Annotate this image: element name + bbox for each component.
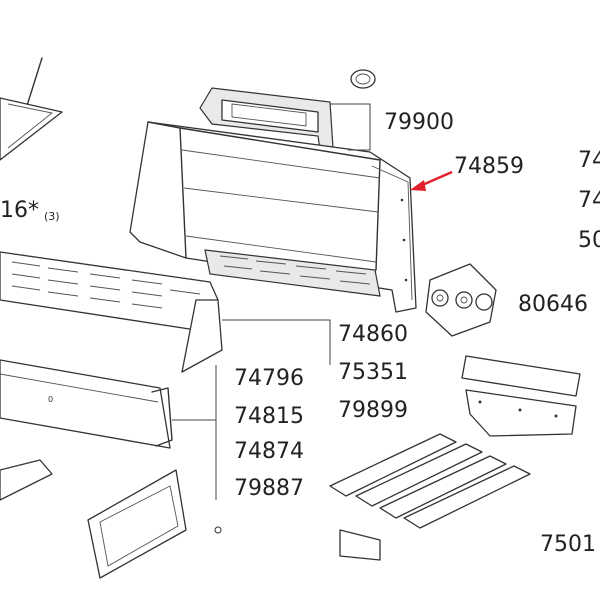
part-ref-quantity: (3) xyxy=(44,210,60,223)
part-number-75351: 75351 xyxy=(338,360,408,385)
lid-part xyxy=(0,57,63,161)
part-number-edge-c: 50 xyxy=(578,228,600,253)
grate-part xyxy=(329,433,531,561)
cabinet-part xyxy=(0,459,222,579)
back-panel-part xyxy=(0,251,223,373)
firebox-part xyxy=(129,121,417,313)
bracket-part xyxy=(461,355,581,437)
part-number-74860: 74860 xyxy=(338,322,408,347)
part-number-edge-b: 74 xyxy=(578,188,600,213)
part-number-74796: 74796 xyxy=(234,366,304,391)
part-ref-left: 16* xyxy=(0,198,39,223)
part-number-79887: 79887 xyxy=(234,476,304,501)
svg-text:0: 0 xyxy=(48,395,53,404)
part-number-74859: 74859 xyxy=(454,154,524,179)
part-number-74815: 74815 xyxy=(234,404,304,429)
rail-part: 0 xyxy=(0,359,173,449)
part-number-74874: 74874 xyxy=(234,439,304,464)
burner-cap-part xyxy=(425,263,497,337)
part-number-80646: 80646 xyxy=(518,292,588,317)
part-number-79900: 79900 xyxy=(384,110,454,135)
callout-arrow xyxy=(410,170,453,191)
part-number-edge-d: 7501 xyxy=(540,532,596,557)
part-number-79899: 79899 xyxy=(338,398,408,423)
emblem-part xyxy=(350,69,376,89)
handle-part xyxy=(199,87,334,151)
part-number-edge-a: 74 xyxy=(578,148,600,173)
